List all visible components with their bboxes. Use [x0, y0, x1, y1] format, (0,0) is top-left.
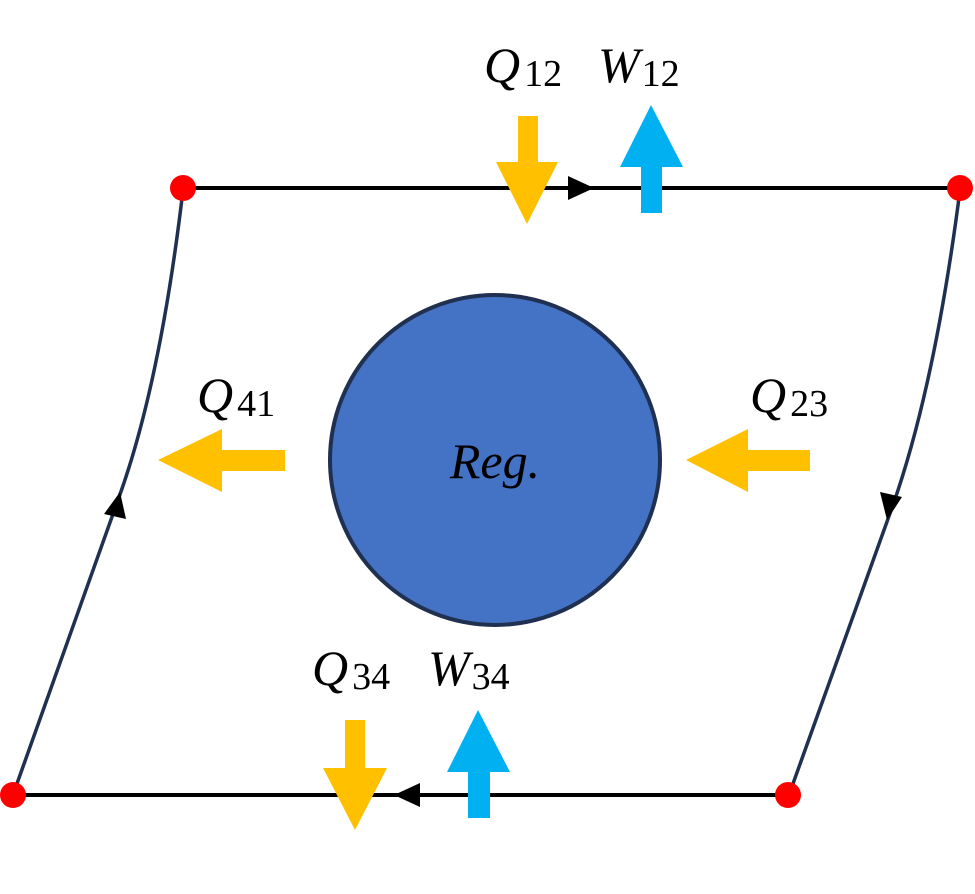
q41-arrow-left-icon	[158, 429, 285, 492]
state-point-1	[170, 175, 196, 201]
w34-arrow-up-icon	[447, 710, 510, 818]
q34-arrow-down-icon	[323, 720, 387, 830]
regenerator-label: Reg.	[449, 433, 540, 489]
process-4-1-curve	[12, 189, 185, 793]
label-w12: W12	[598, 37, 680, 95]
q23-arrow-left-icon	[686, 429, 810, 492]
direction-arrow-left-icon	[394, 783, 420, 807]
state-point-2	[947, 175, 973, 201]
direction-arrow-down-icon	[880, 492, 902, 520]
w12-arrow-up-icon	[620, 105, 683, 213]
process-2-3-curve	[788, 189, 962, 793]
state-point-3	[775, 782, 801, 808]
state-point-4	[0, 782, 26, 808]
q12-arrow-down-icon	[496, 116, 558, 224]
label-w34: W34	[428, 640, 510, 698]
direction-arrow-up-icon	[104, 492, 126, 519]
regenerator-circle	[328, 293, 662, 627]
direction-arrow-right-icon	[568, 176, 594, 200]
